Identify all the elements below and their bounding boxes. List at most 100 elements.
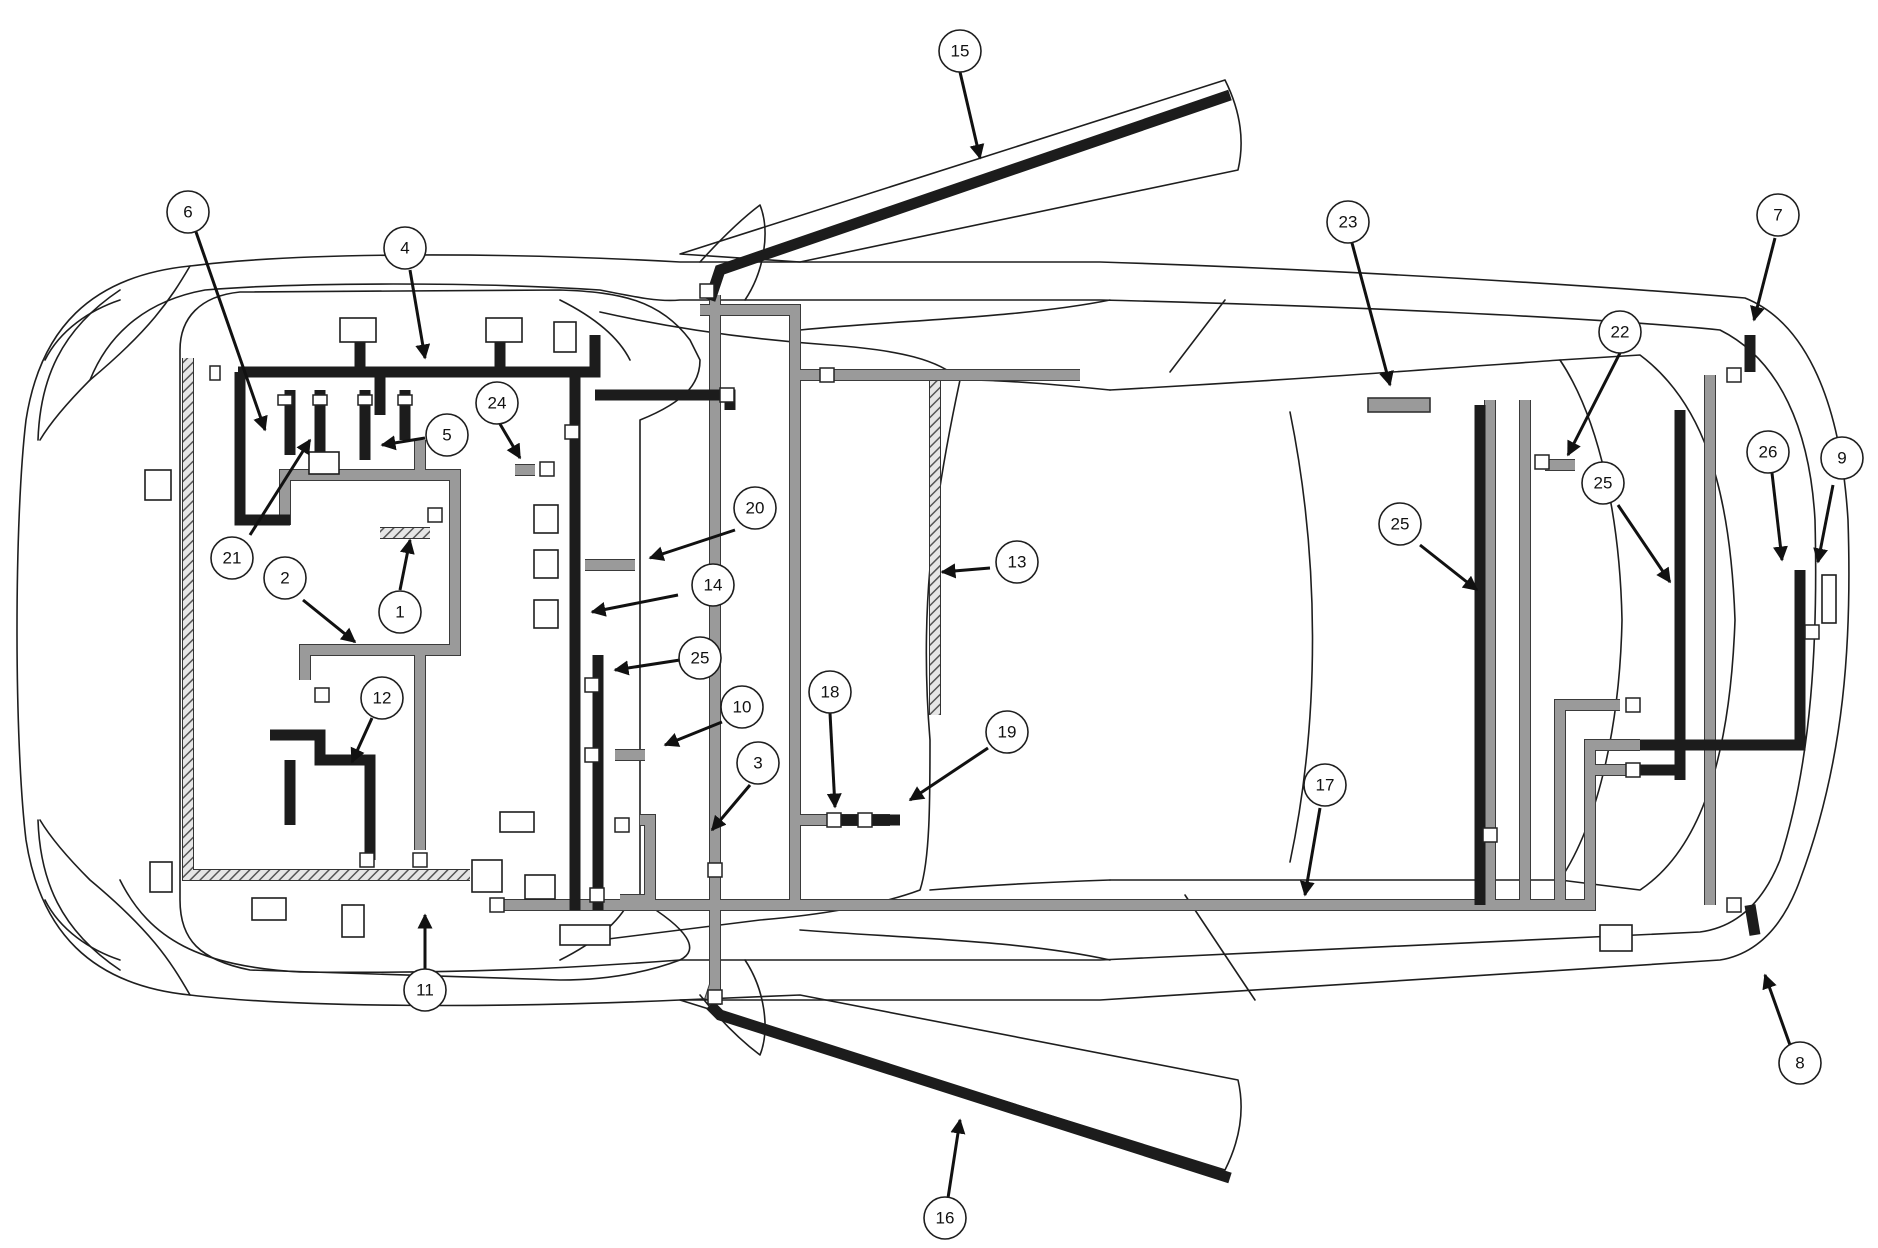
relay-box — [339, 317, 377, 343]
connector — [209, 365, 221, 381]
callout-label: 13 — [1008, 553, 1027, 572]
module-box — [559, 924, 611, 946]
callout-4: 4 — [383, 226, 427, 270]
callout-7: 7 — [1756, 193, 1800, 237]
callout-label: 8 — [1795, 1054, 1804, 1073]
callout-6: 6 — [166, 190, 210, 234]
connector — [489, 897, 505, 913]
connector — [1726, 367, 1742, 383]
callout-label: 17 — [1316, 776, 1335, 795]
front-fender-arc-top — [39, 265, 191, 441]
callout-25b: 25 — [1378, 502, 1422, 546]
connector — [584, 677, 600, 693]
connector — [312, 394, 328, 406]
callout-22: 22 — [1598, 310, 1642, 354]
callout-label: 4 — [400, 239, 409, 258]
callout-label: 16 — [936, 1209, 955, 1228]
components — [144, 317, 1837, 952]
headlight-top — [44, 299, 121, 361]
connector — [412, 852, 428, 868]
connector — [589, 887, 605, 903]
connector — [719, 387, 735, 403]
callout-16: 16 — [923, 1196, 967, 1240]
a-pillar-lines — [799, 299, 1111, 961]
module-box — [499, 811, 535, 833]
antenna-module — [1821, 574, 1837, 624]
connector — [584, 747, 600, 763]
sensor-box — [251, 897, 287, 921]
connector — [359, 852, 375, 868]
connector — [1804, 624, 1820, 640]
callout-label: 25 — [691, 649, 710, 668]
stub-edges — [515, 399, 1575, 761]
roof-seam-top — [1169, 299, 1226, 373]
roof-outline — [1109, 359, 1623, 881]
callout-18: 18 — [808, 670, 852, 714]
connector — [699, 283, 715, 299]
callout-label: 2 — [280, 569, 289, 588]
callout-11: 11 — [403, 968, 447, 1012]
dark-harness-door-bottom — [706, 1001, 1232, 1184]
rear-deck — [1289, 411, 1314, 863]
callout-5: 5 — [425, 413, 469, 457]
high-mount-lamp — [1367, 397, 1431, 413]
callout-19: 19 — [985, 710, 1029, 754]
dark-harness-door-top — [704, 89, 1232, 302]
sensor-box — [144, 469, 172, 501]
rear-window-outline — [1559, 354, 1736, 891]
callout-3: 3 — [736, 741, 780, 785]
callout-9: 9 — [1820, 436, 1864, 480]
callout-label: 10 — [733, 698, 752, 717]
callout-15: 15 — [938, 29, 982, 73]
engine-bay-outline — [179, 289, 701, 981]
module-box — [524, 874, 556, 900]
callout-label: 20 — [746, 499, 765, 518]
callout-23: 23 — [1326, 200, 1370, 244]
callout-13: 13 — [995, 540, 1039, 584]
callout-8: 8 — [1778, 1041, 1822, 1085]
callout-26: 26 — [1746, 430, 1790, 474]
callout-10: 10 — [720, 685, 764, 729]
callout-label: 23 — [1339, 213, 1358, 232]
sensor-box — [341, 904, 365, 938]
callout-label: 19 — [998, 723, 1017, 742]
module-box — [533, 504, 559, 534]
connector — [857, 812, 873, 828]
connector — [357, 394, 373, 406]
connector — [427, 507, 443, 523]
leader-arrows — [194, 71, 1835, 1199]
callout-2: 2 — [263, 556, 307, 600]
headlight-bottom — [44, 899, 121, 961]
connector — [819, 367, 835, 383]
callout-label: 15 — [951, 42, 970, 61]
connector — [1625, 762, 1641, 778]
callout-label: 18 — [821, 683, 840, 702]
front-hatched-harness-edge — [182, 358, 941, 881]
body-outer-edge — [16, 254, 1850, 1007]
sensor-box — [1599, 924, 1633, 952]
connector — [707, 989, 723, 1005]
module-box — [533, 599, 559, 629]
callout-1: 1 — [378, 590, 422, 634]
callout-label: 5 — [442, 426, 451, 445]
car-body-outline — [16, 79, 1850, 1171]
module-box — [533, 549, 559, 579]
connector — [277, 394, 293, 406]
callout-17: 17 — [1303, 763, 1347, 807]
door-top-inner — [699, 204, 766, 301]
callout-12: 12 — [360, 676, 404, 720]
callout-label: 7 — [1773, 206, 1782, 225]
callout-label: 22 — [1611, 323, 1630, 342]
callouts: 1 2 3 4 5 6 7 8 9 10 11 12 13 14 15 16 1… — [166, 29, 1864, 1240]
callout-label: 24 — [488, 394, 507, 413]
callout-label: 6 — [183, 203, 192, 222]
connector — [614, 817, 630, 833]
relay-box — [308, 451, 340, 475]
harness-network — [182, 89, 1806, 1184]
connector — [1534, 454, 1550, 470]
relay-box — [485, 317, 523, 343]
front-bumper-line — [37, 289, 121, 971]
callout-21: 21 — [210, 536, 254, 580]
module-box — [471, 859, 503, 893]
